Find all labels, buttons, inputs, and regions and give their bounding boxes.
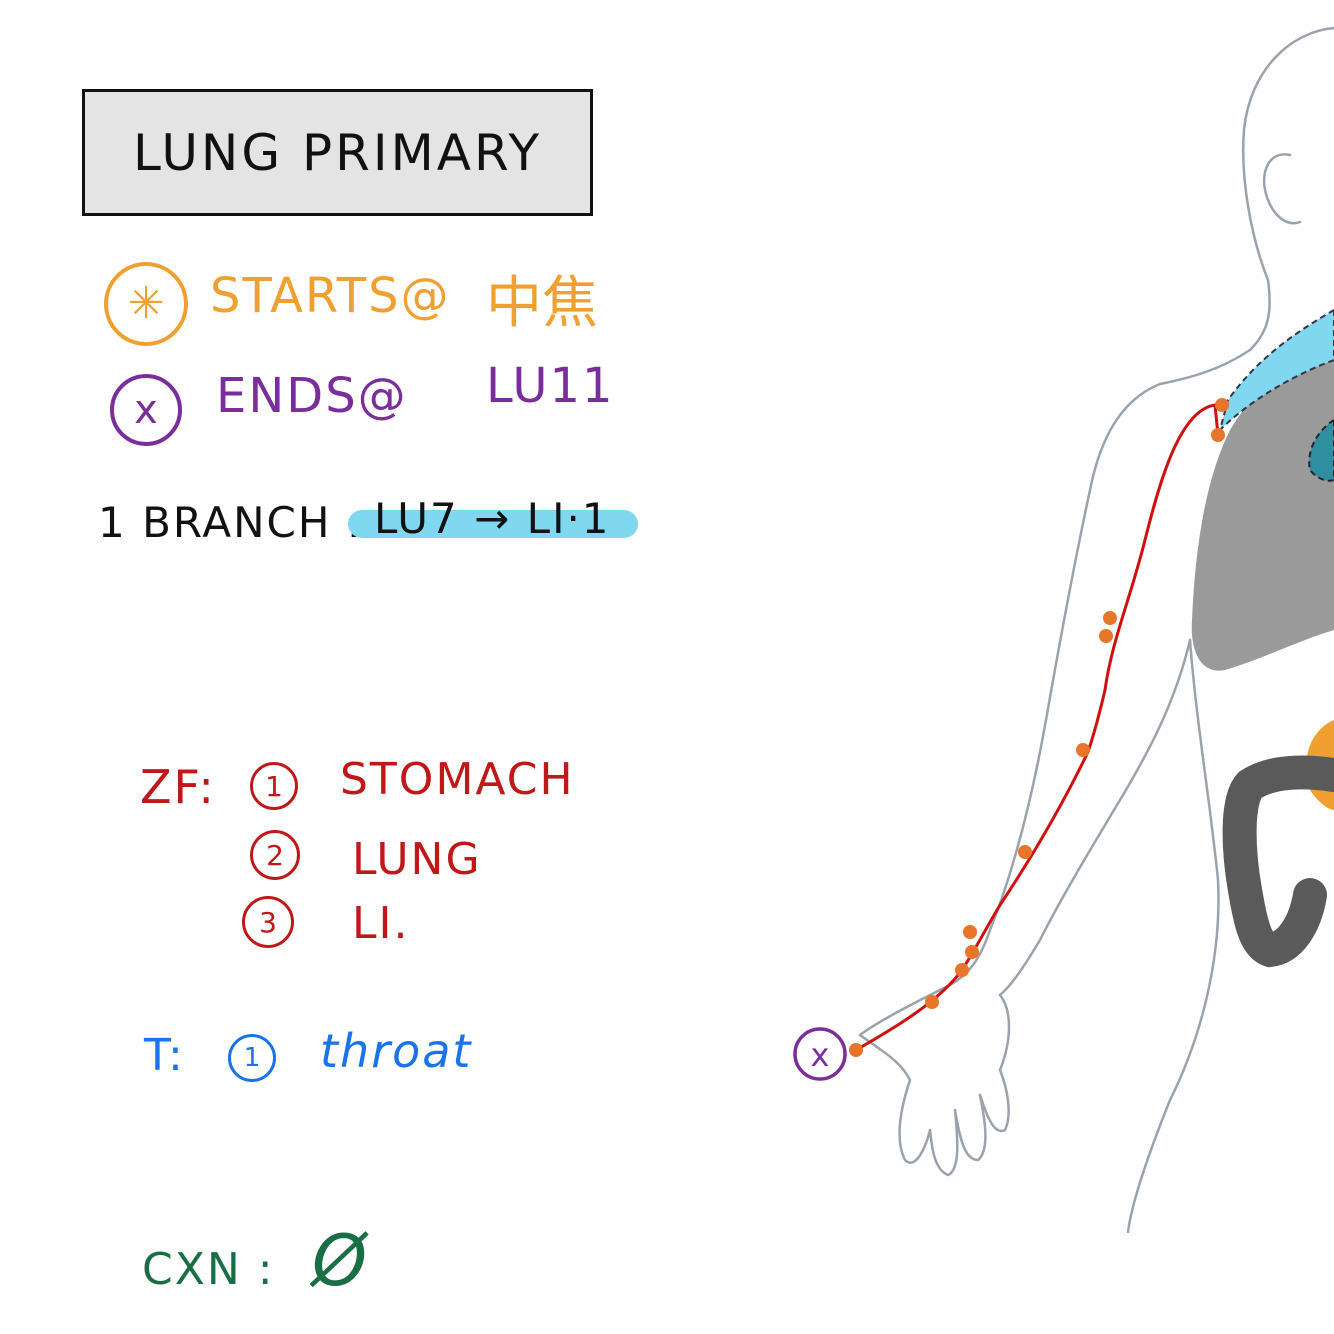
start-value: 中焦 (486, 258, 598, 339)
intestine-shape (1240, 772, 1334, 950)
end-marker-icon (795, 1029, 845, 1079)
end-label: ENDS@ (216, 368, 408, 424)
acupoint (1215, 398, 1229, 412)
head-outline (1160, 28, 1334, 384)
channel-highlight (1220, 310, 1334, 430)
zf-item-1-number: 1 (250, 762, 298, 810)
finger-2 (955, 1095, 985, 1160)
zf-item-1-text: STOMACH (340, 754, 575, 805)
acupoint (925, 995, 939, 1009)
cxn-value: Ø (312, 1220, 367, 1302)
t-label: T: (144, 1030, 185, 1081)
ear-outline (1264, 154, 1300, 223)
outer-arm-outline (860, 384, 1160, 1035)
acupoint (955, 963, 969, 977)
hand-outline (860, 1035, 930, 1163)
zf-item-2-text: LUNG (352, 834, 482, 885)
cxn-label: CXN : (142, 1244, 275, 1295)
acupoint (1018, 845, 1032, 859)
end-value: LU11 (486, 358, 615, 414)
acupoint (1211, 428, 1225, 442)
zf-item-3-number: 3 (242, 896, 294, 948)
acupoint (963, 925, 977, 939)
thumb (1000, 995, 1009, 1070)
acupoint (965, 945, 979, 959)
page-title: LUNG PRIMARY (133, 124, 542, 182)
torso-outline (1128, 640, 1218, 1232)
start-symbol-icon: ✳ (104, 262, 188, 346)
finger-3 (980, 1070, 1009, 1131)
zf-label: ZF: (140, 760, 216, 814)
lung-meridian-line (856, 405, 1218, 1050)
acupoint (1103, 611, 1117, 625)
title-box: LUNG PRIMARY (82, 89, 593, 216)
acupoint (849, 1043, 863, 1057)
channel-highlight-2 (1309, 420, 1334, 481)
branch-label: 1 BRANCH : (98, 498, 363, 547)
acupoint (1076, 743, 1090, 757)
zf-item-2-number: 2 (250, 830, 300, 880)
finger-1 (930, 1110, 957, 1175)
acupoint (1099, 629, 1113, 643)
start-label: STARTS@ (210, 268, 451, 324)
stomach-shape (1306, 720, 1334, 810)
zf-item-3-text: LI. (352, 898, 409, 949)
t-item-1-text: throat (320, 1024, 472, 1078)
lung-shape (1192, 345, 1334, 671)
end-symbol-icon: x (110, 374, 182, 446)
t-item-1-number: 1 (228, 1034, 276, 1082)
branch-value: LU7 → LI·1 (374, 494, 611, 543)
end-marker-text: x (811, 1036, 830, 1074)
acupoints (849, 398, 1229, 1057)
inner-arm-outline (1000, 640, 1190, 995)
